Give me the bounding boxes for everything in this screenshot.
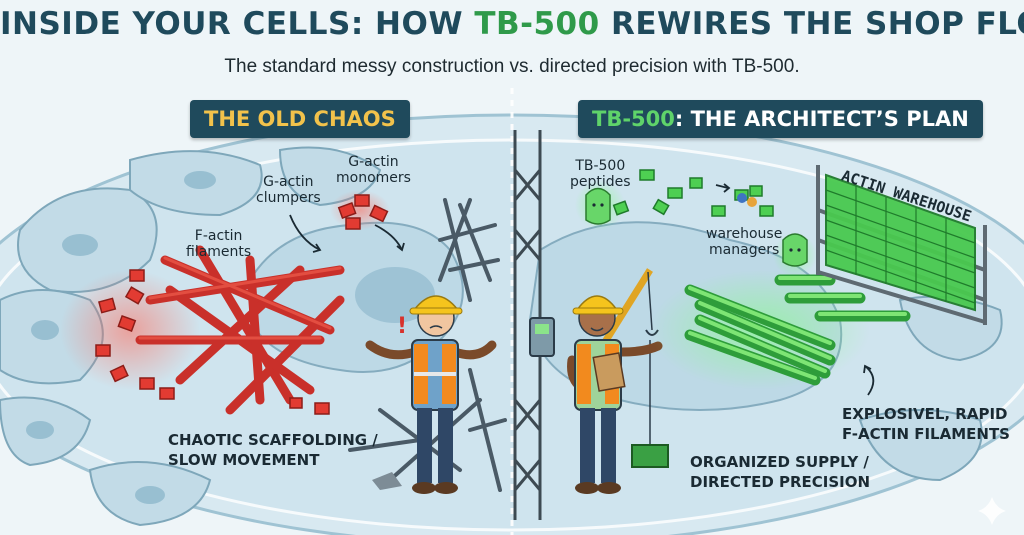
page-subtitle: The standard messy construction vs. dire… bbox=[224, 56, 800, 77]
annotation-arrows-right bbox=[715, 183, 875, 396]
crane-icon bbox=[597, 268, 669, 468]
caption-organized-supply: ORGANIZED SUPPLY /DIRECTED PRECISION bbox=[690, 453, 871, 491]
sparkle-icon bbox=[978, 497, 1006, 525]
warehouse-shelf-icon bbox=[816, 165, 987, 325]
banner-old-chaos: THE OLD CHAOS bbox=[190, 100, 410, 138]
annotation-arrows-left bbox=[289, 214, 405, 253]
peptide-creature-icon bbox=[585, 187, 808, 267]
svg-text:!: ! bbox=[397, 314, 407, 339]
debris bbox=[372, 472, 402, 490]
page-title: INSIDE YOUR CELLS: HOW TB-500 REWIRES TH… bbox=[0, 6, 1024, 42]
g-actin-monomers-blocks bbox=[337, 194, 389, 230]
managers-cluster bbox=[737, 193, 757, 207]
worker-architect-icon bbox=[567, 295, 663, 494]
worker-confused-icon: ! bbox=[365, 295, 497, 494]
banner-architect-plan: TB-500: THE ARCHITECT’S PLAN bbox=[578, 100, 983, 138]
nuclei-left bbox=[26, 171, 216, 504]
control-box bbox=[529, 317, 555, 357]
background-cells-right bbox=[858, 295, 1003, 482]
caption-chaotic-scaffolding: CHAOTIC SCAFFOLDING /SLOW MOVEMENT bbox=[168, 431, 378, 469]
peptide-blocks bbox=[612, 169, 774, 217]
g-actin-clumpers-blocks bbox=[95, 269, 330, 415]
